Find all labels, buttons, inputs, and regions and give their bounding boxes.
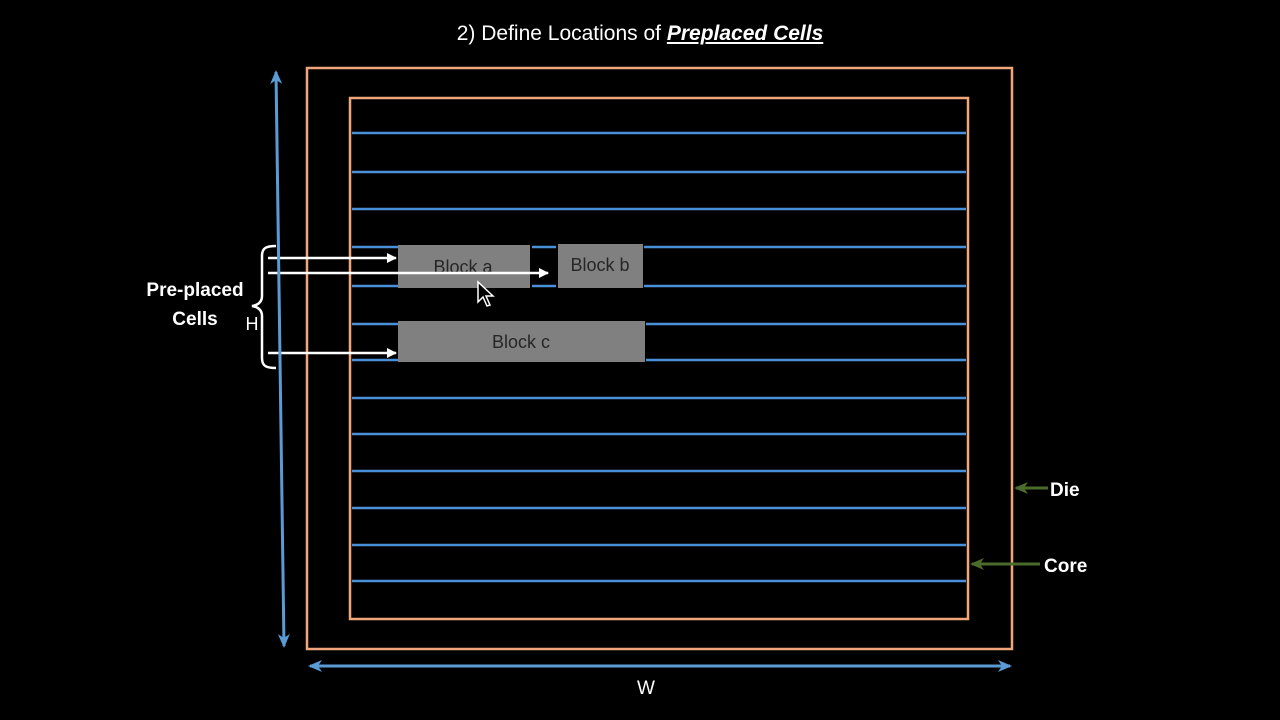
block-b-label: Block b bbox=[570, 255, 629, 275]
height-label: H bbox=[246, 314, 259, 334]
diagram-title: 2) Define Locations of Preplaced Cells bbox=[0, 22, 1280, 46]
title-emphasis: Preplaced Cells bbox=[666, 22, 824, 45]
height-dimension-arrow bbox=[270, 70, 290, 648]
title-prefix: 2) Define Locations of bbox=[456, 22, 667, 45]
die-label: Die bbox=[1050, 480, 1080, 501]
preplaced-label-line1: Pre-placed bbox=[146, 280, 243, 301]
block-a bbox=[398, 245, 530, 288]
preplaced-bracket bbox=[251, 244, 277, 370]
block-c-label: Block c bbox=[492, 332, 550, 352]
block-b bbox=[558, 244, 643, 288]
core-label: Core bbox=[1044, 556, 1087, 577]
die-outline bbox=[305, 66, 1014, 651]
block-c bbox=[398, 321, 645, 362]
core-outline bbox=[348, 96, 970, 621]
preplaced-label-line2: Cells bbox=[172, 309, 217, 330]
mouse-cursor-icon bbox=[477, 280, 495, 307]
placement-rows bbox=[352, 131, 966, 583]
width-label: W bbox=[637, 678, 655, 699]
